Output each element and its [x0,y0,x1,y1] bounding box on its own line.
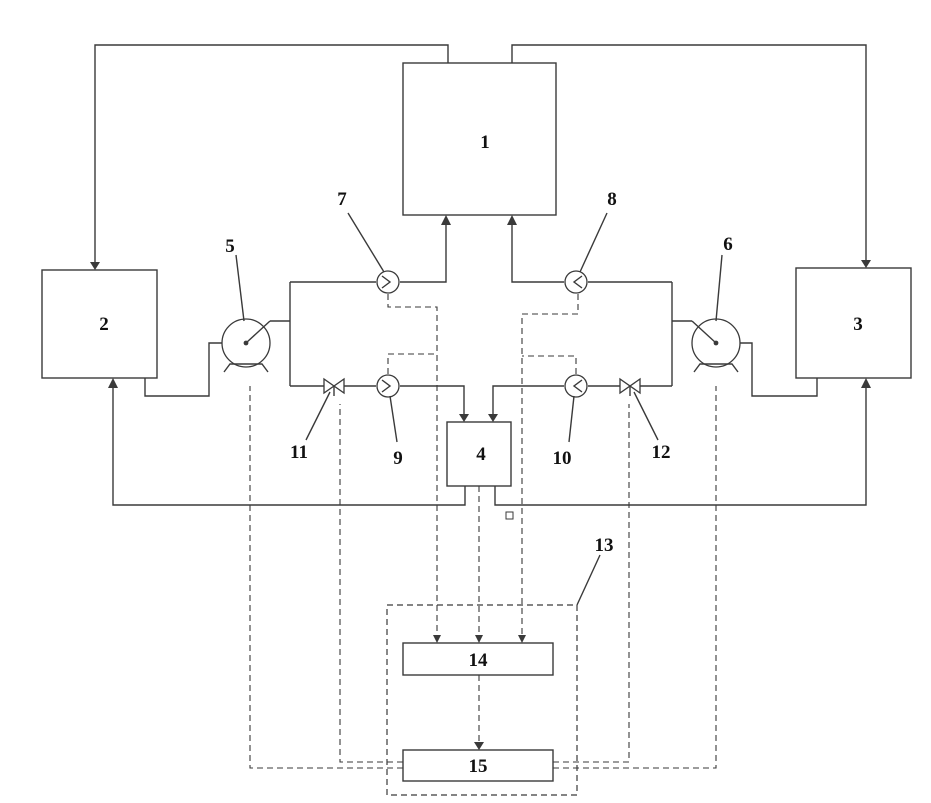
label-13: 13 [595,535,614,556]
check-valve-7 [377,271,399,293]
signal-9-tap [388,354,437,374]
line-4-to-3 [495,386,866,505]
line-1-to-2 [95,45,448,265]
label-11: 11 [290,442,308,463]
leader-13 [577,555,600,605]
check-valve-8 [565,271,587,293]
label-2: 2 [99,314,109,335]
leader-9 [390,396,397,442]
line-1-to-3 [512,45,866,262]
leader-11 [306,392,330,440]
control-15-to-pump-5 [250,386,403,768]
leader-7 [348,213,384,272]
pump-icon [692,319,740,372]
line-valve-7-to-1 [400,222,446,282]
leader-8 [580,213,607,272]
label-8: 8 [607,189,617,210]
label-4: 4 [476,444,486,465]
label-15: 15 [469,756,488,777]
small-square-marker [506,512,513,519]
check-valve-10 [565,375,587,397]
check-valve-9 [377,375,399,397]
label-3: 3 [853,314,863,335]
signal-10-tap [522,356,576,374]
label-12: 12 [652,442,671,463]
label-9: 9 [393,448,403,469]
pump-icon [222,319,270,372]
check-valve-icon [565,375,587,397]
label-6: 6 [723,234,733,255]
control-valve-12 [620,379,640,396]
leader-5 [236,255,244,321]
label-5: 5 [225,236,235,257]
line-valve-10-to-4 [493,386,564,416]
leader-10 [569,396,574,442]
control-valve-11 [324,379,344,396]
label-7: 7 [337,189,347,210]
control-valve-icon [620,379,640,396]
pump-5 [222,319,270,372]
leader-6 [716,255,722,321]
leader-12 [634,392,658,440]
label-10: 10 [553,448,572,469]
check-valve-icon [377,375,399,397]
label-1: 1 [480,132,490,153]
line-4-to-2 [113,386,465,505]
pump-6 [692,319,740,372]
control-valve-icon [324,379,344,396]
check-valve-icon [565,271,587,293]
line-valve-9-to-4 [400,386,464,416]
line-valve-8-to-1 [512,222,564,282]
label-14: 14 [469,650,489,671]
check-valve-icon [377,271,399,293]
